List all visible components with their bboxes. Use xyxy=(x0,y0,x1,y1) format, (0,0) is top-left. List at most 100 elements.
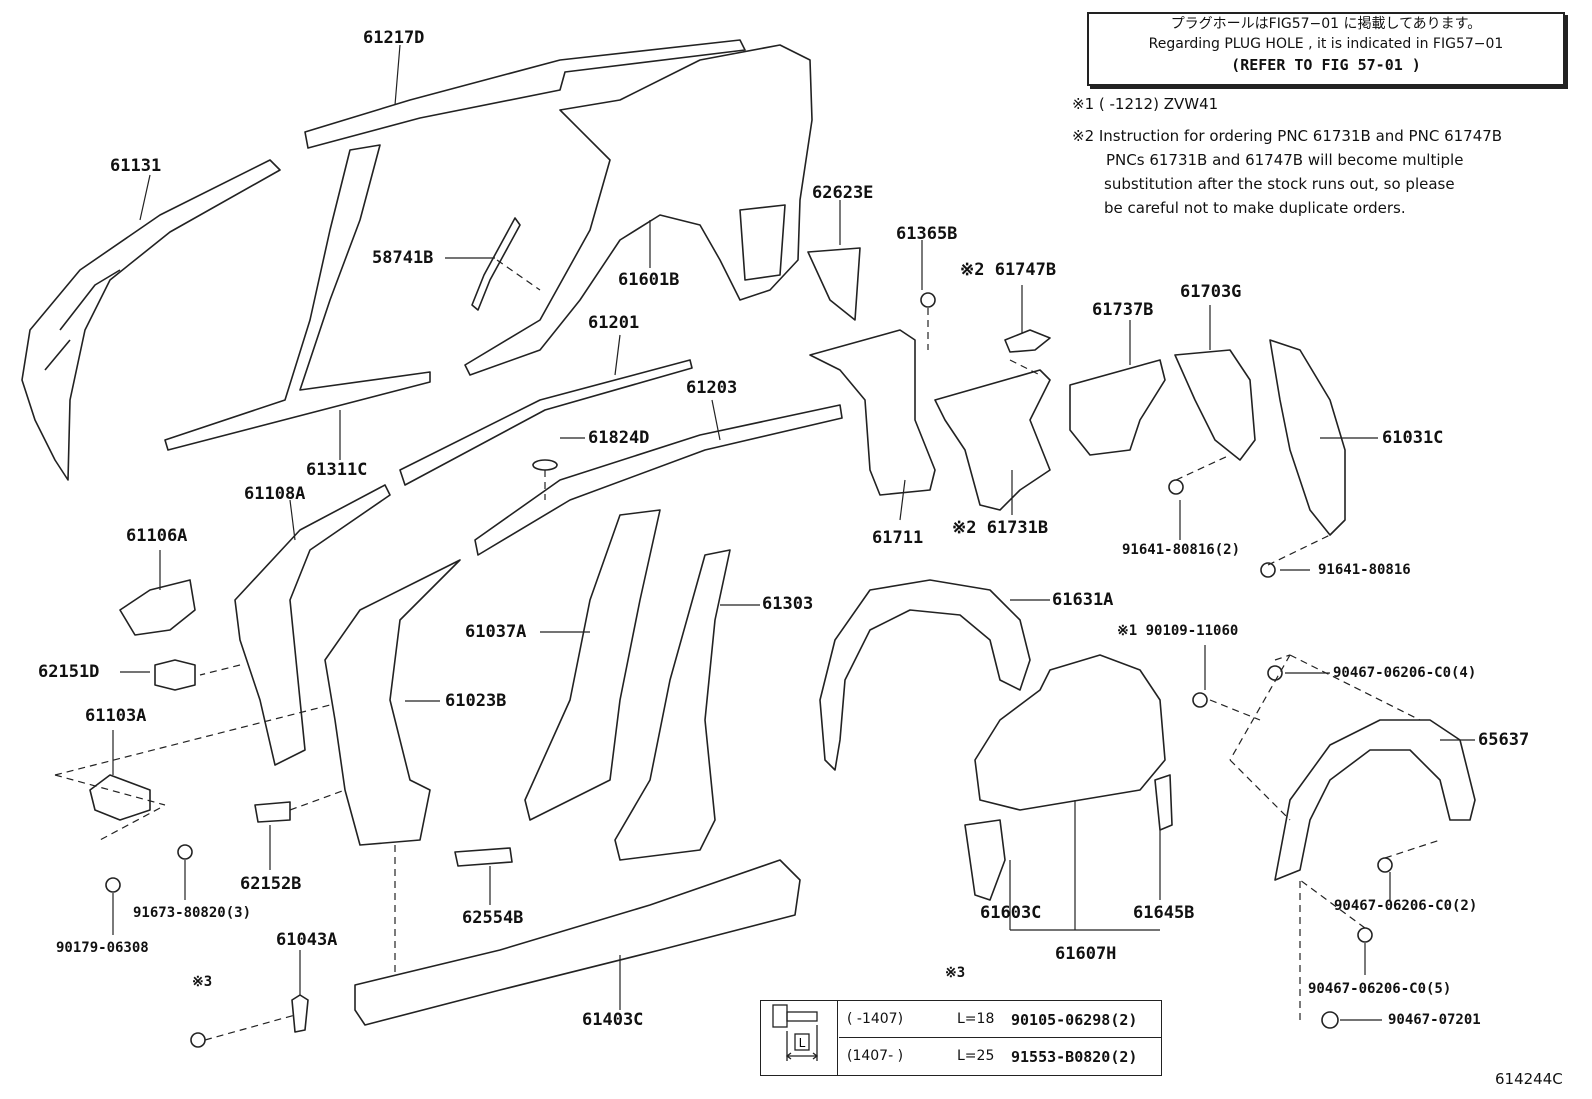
note-line-3: (REFER TO FIG 57-01 ) xyxy=(1231,56,1421,74)
label-61645B[interactable]: 61645B xyxy=(1133,903,1195,923)
table-cell-part[interactable]: 90105-06298(2) xyxy=(1011,1011,1138,1029)
part-61106A xyxy=(119,579,196,636)
label-61631A[interactable]: 61631A xyxy=(1052,590,1114,610)
part-61311C xyxy=(164,144,431,451)
part-61824D xyxy=(532,459,558,471)
label-61603C[interactable]: 61603C xyxy=(980,903,1042,923)
part-62554B xyxy=(454,847,513,867)
label-61711[interactable]: 61711 xyxy=(872,528,924,548)
label-62151D[interactable]: 62151D xyxy=(38,662,100,682)
part-91641-80816 xyxy=(1260,562,1276,578)
label-61108A[interactable]: 61108A xyxy=(244,484,306,504)
label-58741B[interactable]: 58741B xyxy=(372,248,434,268)
part-62623E xyxy=(807,247,861,321)
part-90179-06308 xyxy=(105,877,121,893)
label-61203[interactable]: 61203 xyxy=(686,378,738,398)
part-62152B xyxy=(254,801,291,823)
label-90179-06308[interactable]: 90179-06308 xyxy=(56,940,149,956)
label-61607H[interactable]: 61607H xyxy=(1055,944,1117,964)
label-61731B[interactable]: ※2 61731B xyxy=(952,518,1049,538)
part-61403C xyxy=(354,859,801,1026)
label-61106A[interactable]: 61106A xyxy=(126,526,188,546)
label-61217D[interactable]: 61217D xyxy=(363,28,425,48)
label-91641-80816-2[interactable]: 91641-80816(2) xyxy=(1122,542,1241,558)
table-cell-range: (1407- ) xyxy=(847,1048,904,1064)
part-90467-06206-C0-2 xyxy=(1377,857,1393,873)
part-61303 xyxy=(614,549,731,861)
part-90467-06206-C0-4 xyxy=(1267,665,1283,681)
label-61201[interactable]: 61201 xyxy=(588,313,640,333)
table-cell-length: L=18 xyxy=(957,1011,995,1027)
table-row: ( -1407) L=18 90105-06298(2) xyxy=(839,1001,1161,1038)
table-cell-range: ( -1407) xyxy=(847,1011,904,1027)
label-91641-80816[interactable]: 91641-80816 xyxy=(1318,562,1411,578)
label-61737B[interactable]: 61737B xyxy=(1092,300,1154,320)
label-61601B[interactable]: 61601B xyxy=(618,270,680,290)
part-61043A xyxy=(291,994,309,1033)
label-61365B[interactable]: 61365B xyxy=(896,224,958,244)
label-note-3-table: ※3 xyxy=(945,965,966,981)
part-61747B xyxy=(1004,329,1051,353)
note-2-line-1: ※2 Instruction for ordering PNC 61731B a… xyxy=(1072,127,1503,145)
note-line-1: プラグホールはFIG57−01 に掲載してあります。 xyxy=(1170,16,1482,32)
table-cell-part[interactable]: 91553-B0820(2) xyxy=(1011,1048,1138,1066)
part-58741B xyxy=(471,217,521,311)
label-61824D[interactable]: 61824D xyxy=(588,428,650,448)
label-90109-11060[interactable]: ※1 90109-11060 xyxy=(1117,623,1239,639)
label-61403C[interactable]: 61403C xyxy=(582,1010,644,1030)
part-61108A xyxy=(234,484,391,766)
note-2-line-2: PNCs 61731B and 61747B will become multi… xyxy=(1106,151,1464,169)
label-61037A[interactable]: 61037A xyxy=(465,622,527,642)
label-62152B[interactable]: 62152B xyxy=(240,874,302,894)
part-61201 xyxy=(399,359,693,486)
label-62554B[interactable]: 62554B xyxy=(462,908,524,928)
note-2-line-4: be careful not to make duplicate orders. xyxy=(1104,199,1406,217)
part-61737B xyxy=(1069,359,1166,456)
part-61365B xyxy=(920,292,936,308)
part-bolt-x3 xyxy=(190,1032,206,1048)
part-61607H xyxy=(974,654,1166,811)
label-61023B[interactable]: 61023B xyxy=(445,691,507,711)
table-cell-length: L=25 xyxy=(957,1048,995,1064)
label-61031C[interactable]: 61031C xyxy=(1382,428,1444,448)
dimension-label: L xyxy=(799,1036,806,1050)
part-65637 xyxy=(1274,719,1476,881)
part-62151D xyxy=(154,659,196,691)
part-61031C xyxy=(1269,339,1346,536)
label-65637[interactable]: 65637 xyxy=(1478,730,1530,750)
label-62623E[interactable]: 62623E xyxy=(812,183,874,203)
label-91673-80820-3[interactable]: 91673-80820(3) xyxy=(133,905,252,921)
label-61043A[interactable]: 61043A xyxy=(276,930,338,950)
part-61131 xyxy=(21,159,281,481)
label-61303[interactable]: 61303 xyxy=(762,594,814,614)
label-90467-06206-C0-2[interactable]: 90467-06206-C0(2) xyxy=(1334,898,1478,914)
bolt-icon: L xyxy=(772,1004,819,1061)
part-61711 xyxy=(809,329,936,496)
part-61037A xyxy=(524,509,661,821)
part-61603C xyxy=(964,819,1006,901)
part-61203 xyxy=(474,404,843,556)
label-90467-06206-C0-4[interactable]: 90467-06206-C0(4) xyxy=(1333,665,1477,681)
part-61731B xyxy=(934,369,1051,511)
part-61645B xyxy=(1154,774,1173,831)
table-row: (1407- ) L=25 91553-B0820(2) xyxy=(839,1038,1161,1074)
bolt-length-table: L ( -1407) L=18 90105-06298(2) (1407- ) … xyxy=(760,1000,1162,1076)
label-61703G[interactable]: 61703G xyxy=(1180,282,1242,302)
label-61311C[interactable]: 61311C xyxy=(306,460,368,480)
bolt-dimension-diagram: L xyxy=(761,1001,838,1075)
part-90109-11060 xyxy=(1192,692,1208,708)
part-90467-06206-C0-5 xyxy=(1357,927,1373,943)
label-61747B[interactable]: ※2 61747B xyxy=(960,260,1057,280)
part-61023B xyxy=(324,559,461,846)
part-61601B xyxy=(464,44,813,376)
label-note-3-bolt: ※3 xyxy=(192,974,213,990)
part-61631A xyxy=(819,579,1031,771)
label-90467-06206-C0-5[interactable]: 90467-06206-C0(5) xyxy=(1308,981,1452,997)
part-61703G xyxy=(1174,349,1256,461)
part-61103A xyxy=(89,774,151,821)
label-61131[interactable]: 61131 xyxy=(110,156,162,176)
plug-hole-note: プラグホールはFIG57−01 に掲載してあります。 Regarding PLU… xyxy=(1087,12,1565,86)
label-90467-07201[interactable]: 90467-07201 xyxy=(1388,1012,1481,1028)
label-61103A[interactable]: 61103A xyxy=(85,706,147,726)
